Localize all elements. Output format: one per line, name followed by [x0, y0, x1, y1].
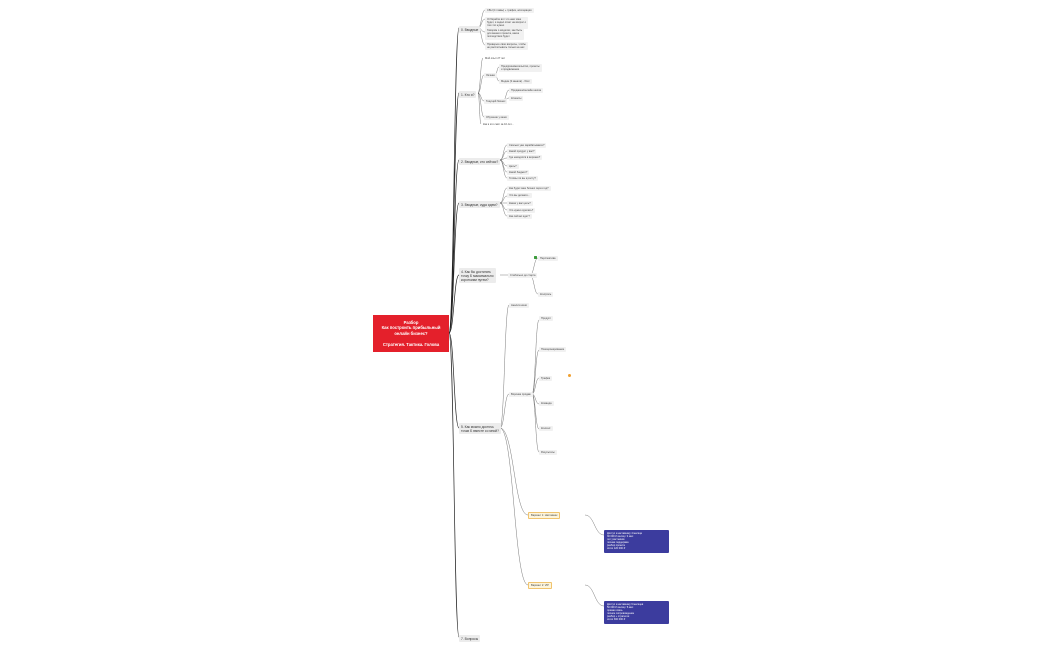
branch-topic-2[interactable]: 2. Вводные, кто сейчас? [459, 158, 501, 165]
leaf-1-3: Медиа (3 канала) - блог [499, 79, 532, 85]
connector-line [499, 393, 510, 429]
leaf-4-2: Контроль [538, 292, 554, 298]
leaf-1-1: Личная [484, 73, 497, 79]
leaf-3-1: Что вы делаете... [507, 193, 532, 199]
leaf-3-3: Что нужно сделать? [507, 208, 536, 214]
branch-topic-1[interactable]: 1. Кто я? [459, 91, 477, 98]
leaf-4-1: Перспектива [538, 256, 558, 262]
connector-line [499, 157, 508, 161]
connector-line [448, 332, 460, 638]
connector-line [499, 159, 508, 179]
leaf-3-4: Как сейчас идет? [507, 214, 532, 220]
leaf-5-9: Вариант 2: VIP [528, 582, 552, 590]
leaf-5-0: Анализ ниши [509, 303, 529, 309]
connector-line [448, 27, 460, 334]
branch-topic-5[interactable]: 5. Как можно достичь точки Б вместе со м… [459, 423, 501, 434]
priority-icon [568, 374, 571, 377]
root-topic[interactable]: Разбор Как построить прибыльный онлайн б… [373, 315, 449, 352]
connector-line [448, 202, 460, 334]
leaf-0-2: Говорим о моделях, как быть для вашего п… [485, 28, 525, 40]
leaf-2-5: Готовы ли вы к росту? [507, 176, 538, 182]
connector-line [499, 150, 508, 161]
plan-card-2[interactable]: Доступ к наставнику 6 месяцев 50 000 ₽ м… [604, 601, 669, 624]
connector-line [499, 144, 508, 161]
leaf-5-3: Трафик [539, 376, 553, 382]
leaf-0-3: Проверьте свои вопросы, чтобы не рассчит… [485, 42, 528, 51]
leaf-1-2: Предпринимательство, проекты и продвижен… [499, 64, 542, 73]
leaf-1-4: Текущий бизнес [484, 99, 508, 105]
leaf-1-7: Обучение у меня [484, 115, 509, 121]
connector-line [584, 514, 605, 536]
leaf-5-8: Вариант 1: Наставник [528, 512, 561, 520]
branch-topic-4[interactable]: 4. Как бы достигать точку Б максимально … [459, 268, 496, 283]
connector-line [448, 332, 460, 429]
leaf-5-2: Позиционирование [539, 347, 567, 353]
leaf-3-0: Как будет ваш бизнес через год? [507, 186, 551, 192]
connector-line [448, 92, 460, 334]
plan-card-1[interactable]: Доступ к наставнику 4 месяца 30 000 ₽ ме… [604, 530, 669, 553]
connector-line [584, 584, 605, 607]
connector-line [499, 427, 529, 586]
leaf-3-2: Какая у вас цель? [507, 201, 533, 207]
connector-line [531, 319, 540, 395]
leaf-2-3: Цель? [507, 164, 519, 170]
leaf-5-4: Воронка продаж [509, 392, 533, 398]
leaf-5-5: Команда [539, 401, 554, 407]
connector-line [477, 57, 484, 94]
connector-line [477, 74, 485, 94]
leaf-5-1: Продукт [539, 316, 553, 322]
branch-topic-3[interactable]: 3. Вводные, куда идем? [459, 201, 500, 208]
connector-line [499, 202, 508, 217]
leaf-1-6: Клиенты [509, 96, 524, 102]
connector-line [448, 274, 460, 334]
connector-line [499, 304, 510, 429]
leaf-0-1: Отбирайте вот что нам тоже будет, я зада… [485, 17, 529, 29]
leaf-1-5: Продакшн/онлайн школа [509, 88, 544, 94]
leaf-2-4: Какой бюджет? [507, 170, 530, 176]
leaf-5-7: Результаты [539, 450, 557, 456]
connector-line [477, 92, 485, 102]
leaf-0-0: СБН (4 главы) + трафик, ассоциация [485, 8, 534, 14]
branch-topic-6[interactable]: 7. Вопросы [459, 635, 481, 642]
status-icon [534, 256, 537, 259]
connector-line [499, 159, 508, 173]
connector-line [499, 427, 529, 516]
leaf-4-0: Стабильно до старта [508, 273, 538, 279]
leaf-1-0: Мой опыт 27 лет [485, 57, 506, 60]
connector-line [477, 92, 482, 125]
connector-line [499, 187, 508, 204]
leaf-1-8: Как я это смог за 10 лет... [483, 123, 514, 126]
connector-line [477, 92, 485, 118]
leaf-2-2: Где находятся в воронке? [507, 155, 543, 161]
connector-line [531, 393, 540, 453]
branch-topic-0[interactable]: 0. Вводные [459, 26, 481, 33]
connector-line [499, 195, 508, 204]
leaf-2-1: Какой продукт у вас? [507, 149, 537, 155]
leaf-2-0: Сколько уже зарабатываете? [507, 143, 547, 149]
leaf-5-6: Контент [539, 426, 553, 432]
